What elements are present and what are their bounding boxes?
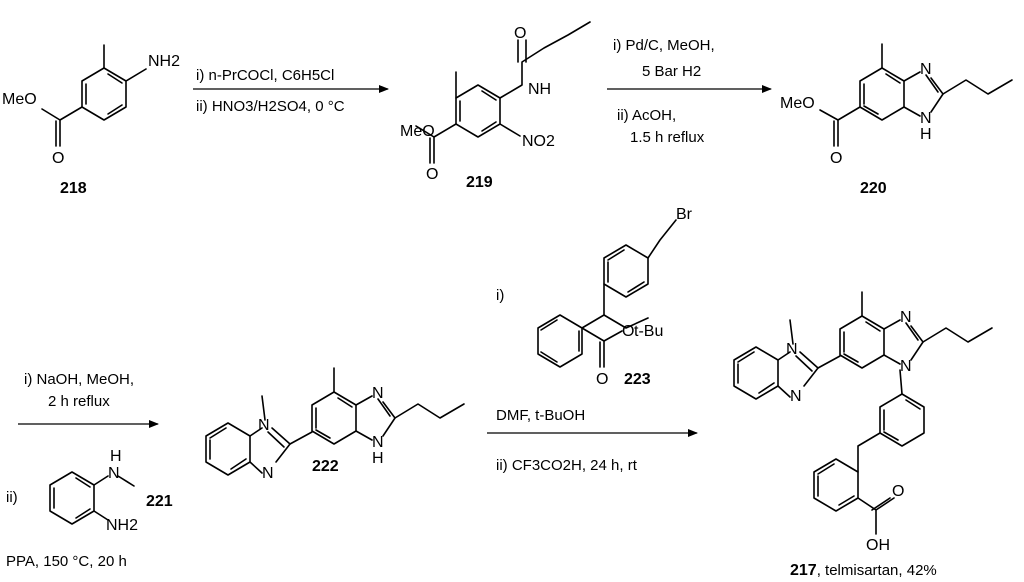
compound-218: NH2 MeO O 218 [2, 44, 180, 197]
n-label: N [920, 61, 932, 78]
oh-label: OH [866, 537, 890, 554]
step-3: i) NaOH, MeOH, 2 h reflux ii) PPA, 150 °… [6, 371, 159, 570]
compound-number: 218 [60, 180, 87, 197]
ester-label: MeO [400, 123, 435, 140]
step-4: i) DMF, t-BuOH ii) CF3CO2H, 24 h, rt [487, 287, 698, 474]
n-label: N [786, 341, 798, 358]
condition-line: 5 Bar H2 [642, 63, 701, 80]
n-label: N [900, 309, 912, 326]
compound-217: N N N N O OH 217, telmisartan, 42% [733, 291, 993, 579]
h-label: H [110, 448, 122, 465]
ester-o-label: O [622, 323, 634, 340]
condition-line: ii) HNO3/H2SO4, 0 °C [196, 98, 345, 115]
h-label: H [920, 126, 932, 143]
nh-label: N [108, 465, 120, 482]
h-label: H [372, 450, 384, 467]
carbonyl-o-label: O [426, 166, 438, 183]
n-label: N [790, 388, 802, 405]
n-label: N [900, 358, 912, 375]
product-caption: 217, telmisartan, 42% [790, 562, 937, 579]
carbonyl-o-label: O [596, 371, 608, 388]
br-label: Br [676, 206, 693, 223]
nitro-label: NO2 [522, 133, 555, 150]
compound-number: 222 [312, 458, 339, 475]
condition-line: 1.5 h reflux [630, 129, 705, 146]
compound-220: N N H MeO O 220 [780, 43, 1013, 197]
roman-label: ii) [6, 489, 18, 506]
compound-number: 219 [466, 174, 493, 191]
condition-line: ii) AcOH, [617, 107, 676, 124]
nh2-label: NH2 [148, 53, 180, 70]
ester-label: MeO [780, 95, 815, 112]
compound-number: 221 [146, 493, 173, 510]
compound-number: 220 [860, 180, 887, 197]
condition-line: PPA, 150 °C, 20 h [6, 553, 127, 570]
carbonyl-o-label: O [830, 150, 842, 167]
condition-line: i) n-PrCOCl, C6H5Cl [196, 67, 334, 84]
n-label: N [262, 465, 274, 482]
condition-line: i) NaOH, MeOH, [24, 371, 134, 388]
tbu-label: t-Bu [634, 323, 663, 340]
condition-line: 2 h reflux [48, 393, 110, 410]
condition-line: ii) CF3CO2H, 24 h, rt [496, 457, 638, 474]
carbonyl-o-label: O [52, 150, 64, 167]
condition-line: DMF, t-BuOH [496, 407, 585, 424]
step-1: i) n-PrCOCl, C6H5Cl ii) HNO3/H2SO4, 0 °C [193, 67, 389, 115]
compound-221: N H NH2 221 [49, 448, 173, 534]
amide-o-label: O [514, 25, 526, 42]
nh-label: N [920, 110, 932, 127]
nh-label: NH [528, 81, 551, 98]
step-2: i) Pd/C, MeOH, 5 Bar H2 ii) AcOH, 1.5 h … [607, 37, 772, 146]
ester-label: MeO [2, 91, 37, 108]
compound-number: 223 [624, 371, 651, 388]
n-label: N [372, 385, 384, 402]
nh2-label: NH2 [106, 517, 138, 534]
nh-label: N [372, 434, 384, 451]
compound-219: O NH NO2 MeO O 219 [400, 21, 591, 191]
compound-222: N N N N H 222 [205, 367, 465, 482]
condition-line: i) Pd/C, MeOH, [613, 37, 715, 54]
n-label: N [258, 417, 270, 434]
acid-o-label: O [892, 483, 904, 500]
roman-label: i) [496, 287, 504, 304]
compound-223: Br O t-Bu O 223 [537, 206, 693, 388]
